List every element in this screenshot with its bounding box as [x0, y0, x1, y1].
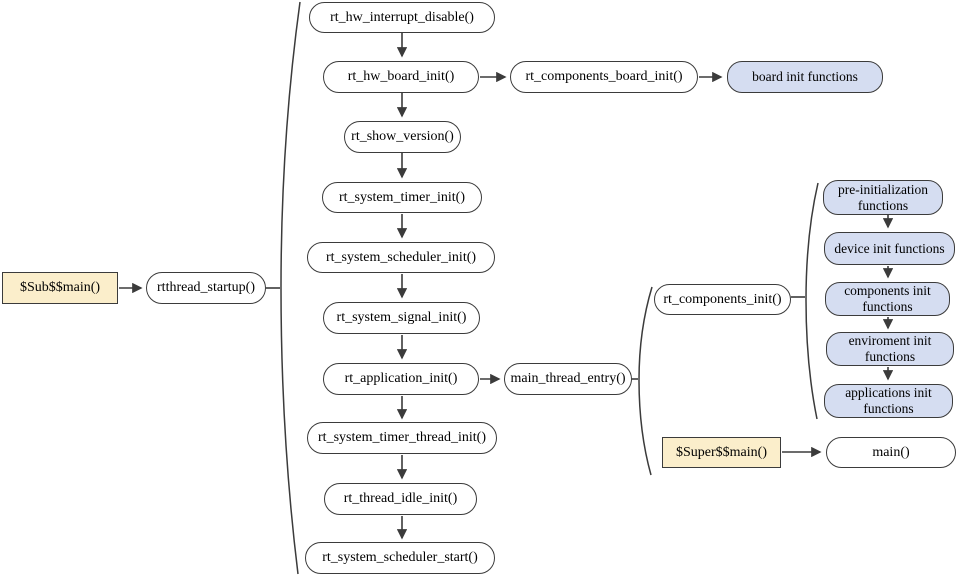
node-rt-hw-board-init: rt_hw_board_init() — [323, 61, 479, 93]
flow-arrows — [119, 33, 894, 540]
node-rt-system-signal-init: rt_system_signal_init() — [323, 302, 480, 334]
node-rt-show-version: rt_show_version() — [344, 121, 461, 153]
node-rt-system-scheduler-start: rt_system_scheduler_start() — [305, 542, 495, 574]
node-rtthread-startup: rtthread_startup() — [146, 272, 266, 304]
node-super-main: $Super$$main() — [662, 437, 781, 468]
components-init-brace — [805, 182, 819, 420]
startup-sequence-brace — [280, 1, 301, 575]
node-applications-init-functions: applications init functions — [824, 384, 953, 418]
node-rt-hw-interrupt-disable: rt_hw_interrupt_disable() — [309, 2, 495, 33]
node-rt-system-timer-init: rt_system_timer_init() — [322, 182, 482, 213]
node-components-init-functions: components init functions — [825, 282, 950, 316]
node-device-init-functions: device init functions — [824, 232, 955, 265]
node-rt-system-timer-thread-init: rt_system_timer_thread_init() — [307, 422, 497, 454]
node-rt-components-init: rt_components_init() — [654, 284, 791, 315]
main-thread-brace — [638, 286, 653, 476]
node-rt-application-init: rt_application_init() — [323, 363, 479, 395]
node-pre-initialization-functions: pre-initialization functions — [823, 180, 943, 215]
node-rt-thread-idle-init: rt_thread_idle_init() — [324, 483, 477, 515]
node-rt-components-board-init: rt_components_board_init() — [510, 61, 698, 93]
node-board-init-functions: board init functions — [727, 61, 883, 93]
brace-connectors — [266, 287, 805, 380]
node-rt-system-scheduler-init: rt_system_scheduler_init() — [307, 242, 495, 273]
node-sub-main: $Sub$$main() — [2, 272, 118, 304]
node-main-thread-entry: main_thread_entry() — [504, 363, 632, 395]
node-main: main() — [826, 437, 956, 468]
node-enviroment-init-functions: enviroment init functions — [826, 332, 954, 366]
